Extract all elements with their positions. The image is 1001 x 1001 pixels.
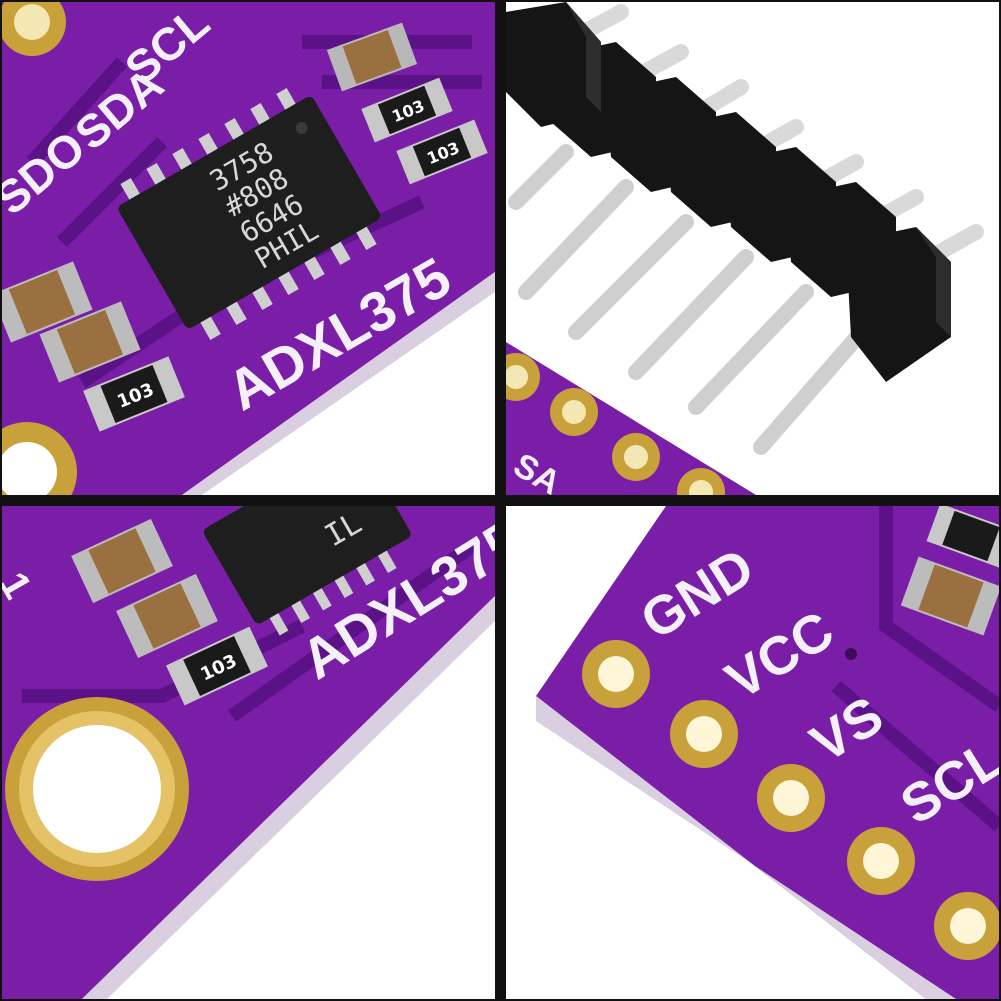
header-pins-bottom <box>508 144 874 455</box>
accelerometer-chip: 3758 #808 6646 PHIL <box>118 88 381 340</box>
board-corner-photo: IL 1 103 ADXL375 <box>2 506 495 999</box>
resistor: 103 <box>166 626 268 706</box>
panel-chip-closeup: SCL SDA SDO <box>2 2 495 495</box>
pin-holes <box>582 640 999 960</box>
pin-labels-photo: GND VCC VS SCL <box>506 506 999 999</box>
resistor-2: 103 <box>396 119 488 185</box>
header-housing <box>506 2 951 382</box>
panel-pin-labels: GND VCC VS SCL <box>506 506 999 999</box>
resistor-3: 103 <box>83 356 185 432</box>
panel-board-corner: IL 1 103 ADXL375 <box>2 506 495 999</box>
resistor-1: 103 <box>361 77 453 143</box>
pin-header-photo: SA <box>506 2 999 495</box>
pcb-board-corner <box>506 342 756 495</box>
panel-pin-header: SA <box>506 2 999 495</box>
chip-closeup-photo: SCL SDA SDO <box>2 2 495 495</box>
